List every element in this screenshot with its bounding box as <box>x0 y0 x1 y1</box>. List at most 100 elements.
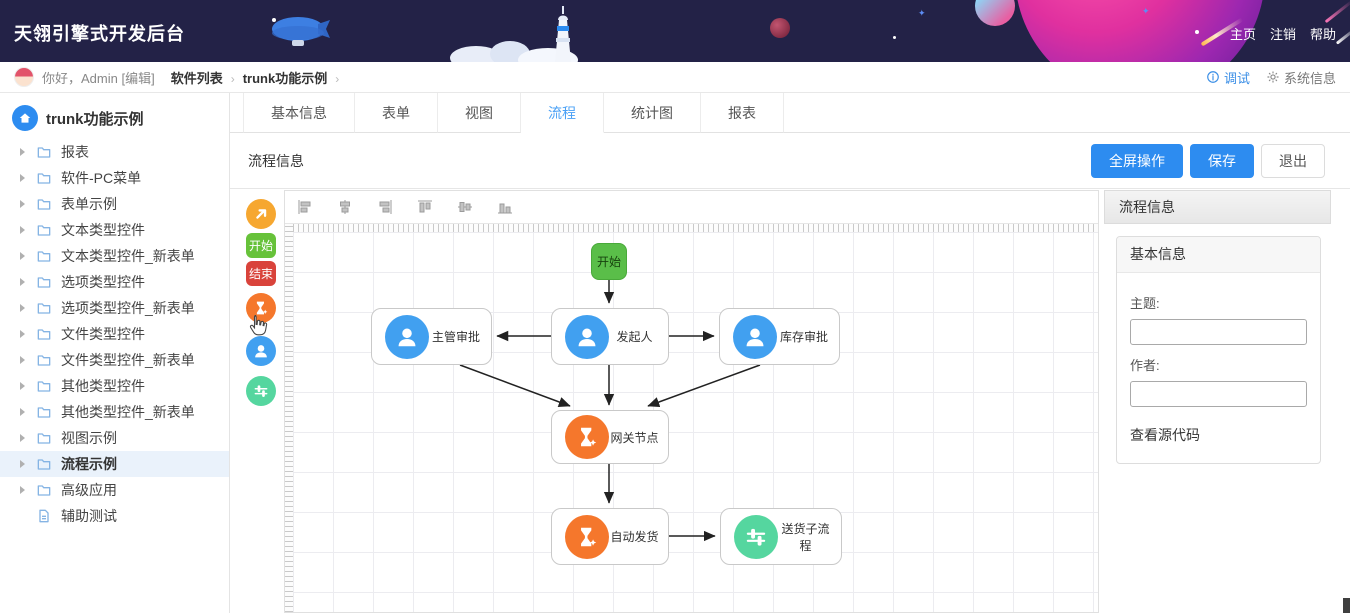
sidebar-item-7[interactable]: 文件类型控件 <box>0 321 229 347</box>
sidebar-item-label: 选项类型控件_新表单 <box>61 300 195 316</box>
sidebar-item-4[interactable]: 文本类型控件_新表单 <box>0 243 229 269</box>
breadcrumb-item-1[interactable]: trunk功能示例 <box>242 70 328 86</box>
sidebar-item-8[interactable]: 文件类型控件_新表单 <box>0 347 229 373</box>
auto-node-tool[interactable] <box>246 293 276 323</box>
folder-icon <box>36 482 52 498</box>
node-label: 网关节点 <box>610 430 659 445</box>
sidebar-item-0[interactable]: 报表 <box>0 139 229 165</box>
sidebar-item-9[interactable]: 其他类型控件 <box>0 373 229 399</box>
end-node-tool[interactable]: 结束 <box>246 261 276 286</box>
user-node-tool[interactable] <box>246 336 276 366</box>
system-info-button[interactable]: 系统信息 <box>1266 68 1336 87</box>
align-right-icon[interactable] <box>377 199 393 215</box>
header-links: 主页注销帮助 <box>1216 24 1336 43</box>
caret-right-icon[interactable] <box>20 408 25 416</box>
caret-right-icon[interactable] <box>20 148 25 156</box>
folder-icon <box>36 352 52 368</box>
flow-node-initiator[interactable]: 发起人 <box>551 308 669 365</box>
sidebar-tree: 报表软件-PC菜单表单示例文本类型控件文本类型控件_新表单选项类型控件选项类型控… <box>0 139 229 529</box>
caret-right-icon[interactable] <box>20 330 25 338</box>
ruler-top <box>293 224 1098 232</box>
flow-canvas[interactable]: 开始主管审批 发起人 库存审批网关节点自动发货送货子流程 <box>284 190 1099 613</box>
caret-right-icon[interactable] <box>20 486 25 494</box>
sidebar-item-1[interactable]: 软件-PC菜单 <box>0 165 229 191</box>
sidebar-item-2[interactable]: 表单示例 <box>0 191 229 217</box>
folder-icon <box>36 248 52 264</box>
user-node-icon <box>385 314 429 359</box>
star-dot <box>893 36 896 39</box>
fullscreen-button[interactable]: 全屏操作 <box>1091 143 1183 178</box>
caret-right-icon[interactable] <box>20 200 25 208</box>
view-source-link[interactable]: 查看源代码 <box>1130 427 1200 443</box>
folder-icon <box>36 196 52 212</box>
sidebar-item-label: 其他类型控件 <box>61 378 145 394</box>
caret-right-icon[interactable] <box>20 174 25 182</box>
align-top-icon[interactable] <box>417 199 433 215</box>
folder-icon <box>36 170 52 186</box>
caret-right-icon[interactable] <box>20 356 25 364</box>
sidebar-item-6[interactable]: 选项类型控件_新表单 <box>0 295 229 321</box>
tab-4[interactable]: 统计图 <box>604 93 701 133</box>
ruler-left <box>285 224 293 612</box>
section-header: 流程信息 全屏操作 保存 退出 <box>230 133 1350 189</box>
caret-right-icon[interactable] <box>20 226 25 234</box>
caret-right-icon[interactable] <box>20 278 25 286</box>
caret-right-icon[interactable] <box>20 304 25 312</box>
debug-button[interactable]: 调试 <box>1206 68 1250 87</box>
sidebar-item-3[interactable]: 文本类型控件 <box>0 217 229 243</box>
field-input-0[interactable] <box>1130 319 1307 345</box>
user-bar: 你好，Admin [编辑] 软件列表›trunk功能示例› 调试 系统信息 <box>0 62 1350 93</box>
folder-icon <box>36 430 52 446</box>
connect-tool[interactable] <box>246 199 276 229</box>
align-center-horizontal-icon[interactable] <box>337 199 353 215</box>
small-planet-illustration <box>975 0 1015 26</box>
caret-right-icon[interactable] <box>20 460 25 468</box>
sidebar-root[interactable]: trunk功能示例 <box>0 93 229 139</box>
flow-designer: 开始结束 开始主管审批发起人库存审批网关节点自动发货送货子流程 流程信息 基本信… <box>238 190 1350 613</box>
breadcrumb-item-0[interactable]: 软件列表 <box>170 70 223 86</box>
align-middle-vertical-icon[interactable] <box>457 199 473 215</box>
flow-node-manager[interactable]: 主管审批 <box>371 308 492 365</box>
scrollbar-thumb[interactable] <box>1343 598 1350 613</box>
tab-5[interactable]: 报表 <box>701 93 784 133</box>
caret-right-icon[interactable] <box>20 434 25 442</box>
sidebar-item-14[interactable]: 辅助测试 <box>0 503 229 529</box>
folder-icon <box>36 144 52 160</box>
sidebar-item-label: 文本类型控件_新表单 <box>61 248 195 264</box>
align-left-icon[interactable] <box>297 199 313 215</box>
sidebar-item-label: 高级应用 <box>61 482 117 498</box>
tab-1[interactable]: 表单 <box>355 93 438 133</box>
field-input-1[interactable] <box>1130 381 1307 407</box>
sidebar-item-13[interactable]: 高级应用 <box>0 477 229 503</box>
sidebar-item-12[interactable]: 流程示例 <box>0 451 229 477</box>
node-palette: 开始结束 <box>238 190 284 613</box>
sidebar-item-10[interactable]: 其他类型控件_新表单 <box>0 399 229 425</box>
flow-node-gateway[interactable]: 网关节点 <box>551 410 669 464</box>
canvas-grid <box>293 232 1098 612</box>
tab-3[interactable]: 流程 <box>521 93 604 133</box>
node-label: 库存审批 <box>779 330 828 344</box>
flow-node-subflow[interactable]: 送货子流程 <box>720 508 842 565</box>
tab-0[interactable]: 基本信息 <box>243 93 355 133</box>
caret-right-icon[interactable] <box>20 252 25 260</box>
flow-node-start[interactable]: 开始 <box>591 243 627 280</box>
tab-2[interactable]: 视图 <box>438 93 521 133</box>
caret-right-icon[interactable] <box>20 382 25 390</box>
info-circle-icon <box>1206 70 1220 84</box>
flow-node-autoship[interactable]: 自动发货 <box>551 508 669 565</box>
exit-button[interactable]: 退出 <box>1261 143 1325 178</box>
save-button[interactable]: 保存 <box>1190 143 1254 178</box>
header-link-1[interactable]: 注销 <box>1269 27 1296 42</box>
gear-icon <box>1266 70 1280 84</box>
sidebar-item-11[interactable]: 视图示例 <box>0 425 229 451</box>
home-icon <box>12 105 38 131</box>
header-link-0[interactable]: 主页 <box>1229 27 1256 42</box>
subflow-node-tool[interactable] <box>246 376 276 406</box>
flow-node-stock[interactable]: 库存审批 <box>719 308 840 365</box>
node-label: 发起人 <box>616 330 653 344</box>
align-bottom-icon[interactable] <box>497 199 513 215</box>
header-link-2[interactable]: 帮助 <box>1309 27 1336 42</box>
lighthouse-illustration <box>555 6 571 62</box>
start-node-tool[interactable]: 开始 <box>246 233 276 258</box>
sidebar-item-5[interactable]: 选项类型控件 <box>0 269 229 295</box>
